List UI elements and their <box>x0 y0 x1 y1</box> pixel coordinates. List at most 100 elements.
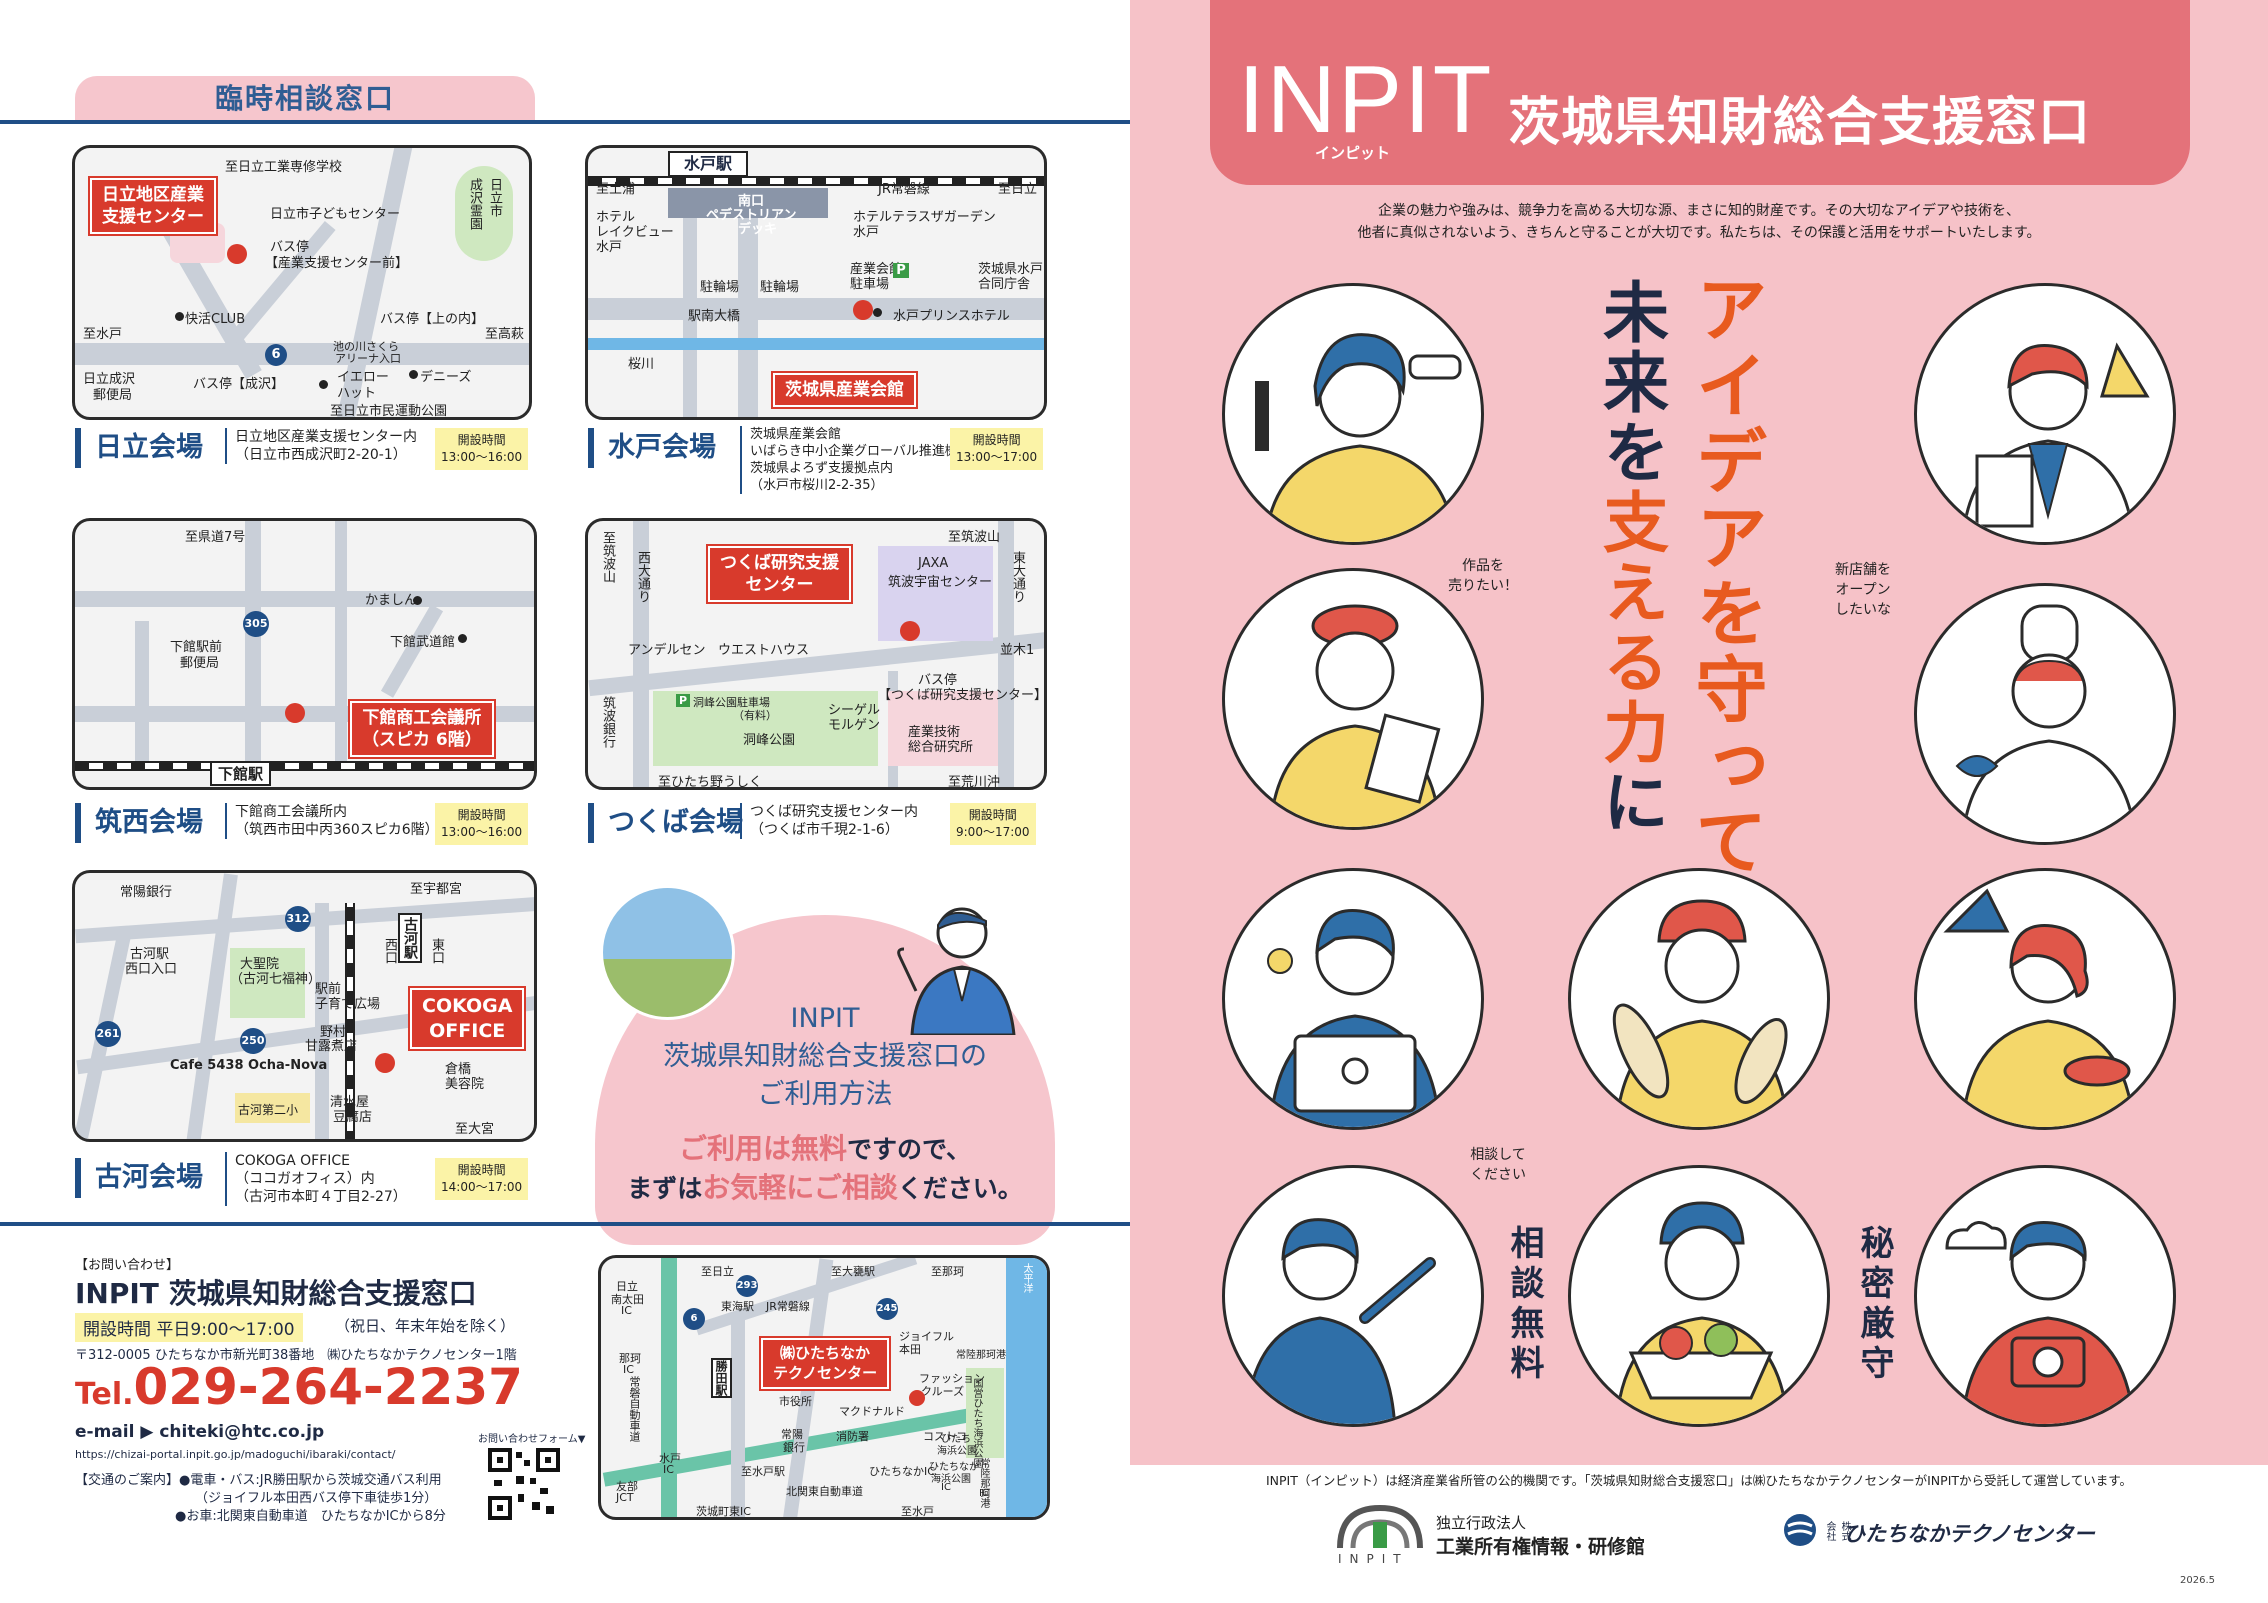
map-label: 至大甕駅 <box>831 1265 875 1278</box>
map-label: 古河第二小 <box>238 1103 299 1117</box>
illustration-scientist <box>1914 283 2176 545</box>
map-label: 産業会館 <box>850 262 903 277</box>
map-label: 快活CLUB <box>185 312 246 327</box>
poi-dot <box>409 370 418 379</box>
map-label: 常陸那珂港 <box>956 1350 1006 1361</box>
map-label: バス停 <box>270 240 310 255</box>
illustration-baker <box>1568 868 1830 1130</box>
map-label: 太平洋 <box>1021 1263 1032 1293</box>
map-label: 下館武道館 <box>390 635 456 650</box>
hours-value: 13:00～16:00 <box>441 450 523 464</box>
logo2-prefix: 株式会社 <box>1824 1521 1850 1541</box>
map-label: 郵便局 <box>93 388 133 403</box>
map-label: 至荒川沖 <box>948 775 1001 790</box>
farmer-illustration <box>1614 1201 1790 1424</box>
map-label: 野村 <box>320 1025 347 1040</box>
catch-highlight: 支える力 <box>1592 488 1669 768</box>
map-koga: 常陽銀行 至宇都宮 古河駅 西口入口 大聖院 （古河七福神） 駅前 子育て広場 … <box>72 870 537 1142</box>
illustration-farmer <box>1568 1165 1830 1427</box>
illustration-presenter <box>1222 1165 1484 1427</box>
venue-hitachi-address: 日立地区産業支援センター内 （日立市西成沢町2-20-1） <box>225 428 417 464</box>
station-label: 下館駅 <box>210 761 272 786</box>
map-label: ハット <box>337 386 377 401</box>
contact-url[interactable]: https://chizai-portal.inpit.go.jp/madogu… <box>75 1448 396 1461</box>
map-mito: 水戸駅 至土浦 JR常磐線 至日立 南口 ペデストリアン デッキ ホテル レイク… <box>585 145 1047 420</box>
hairdresser-illustration <box>1255 333 1462 542</box>
map-label: 清水屋 <box>330 1095 370 1110</box>
map-label: 合同庁舎 <box>978 277 1031 292</box>
inquiry-label: 【お問い合わせ】 <box>75 1258 180 1273</box>
location-pin-icon <box>227 244 247 264</box>
address-line: 下館商工会議所内 <box>235 804 347 820</box>
callout-hq: ㈱ひたちなか テクノセンター <box>761 1338 890 1389</box>
map-label: 古河駅 <box>130 947 170 962</box>
callout-line: センター <box>745 575 814 596</box>
venue-mito-address: 茨城県産業会館 いばらき中小企業グローバル推進機構 茨城県よろず支援拠点内 （水… <box>740 426 971 494</box>
artist-illustration <box>1268 604 1442 827</box>
bubble-line: 新店舗を <box>1835 562 1891 578</box>
hours-label: 開設時間 <box>968 808 1017 822</box>
callout-hitachi-center: 日立地区産業 支援センター <box>90 178 216 235</box>
map-label: 至水戸 <box>83 327 123 342</box>
catchphrase-line2: 未来を支える力に <box>1590 278 1670 838</box>
contact-divider <box>0 1222 1130 1226</box>
map-label: 水戸 <box>596 240 623 255</box>
intro-text: 企業の魅力や強みは、競争力を高める大切な源、まさに知的財産です。その大切なアイデ… <box>1130 200 2268 244</box>
qr-code-icon[interactable] <box>488 1448 560 1520</box>
access-label: 【交通のご案内】 <box>75 1473 180 1488</box>
map-label: ジョイフル <box>899 1330 954 1343</box>
logo1-name: 工業所有権情報・研修館 <box>1436 1536 1646 1558</box>
map-label: 【産業支援センター前】 <box>265 256 409 271</box>
route-250-badge: 250 <box>240 1028 266 1054</box>
inpit-logo-icon <box>1337 1504 1423 1549</box>
bubble-consult: 相談して ください <box>1470 1145 1526 1185</box>
access-line: ●電車・バス:JR勝田駅から茨城交通バス利用 <box>179 1473 442 1488</box>
map-label: JCT <box>616 1491 634 1504</box>
tel-number: 029-264-2237 <box>133 1358 523 1416</box>
bubble-line: ください <box>1470 1167 1526 1183</box>
map-label: 南口 <box>738 194 765 209</box>
bubble-line: 作品を <box>1462 558 1504 574</box>
contact-tel[interactable]: Tel.029-264-2237 <box>75 1358 523 1416</box>
map-label: 海浜公園 <box>937 1446 977 1457</box>
map-label: 日立市子どもセンター <box>270 207 401 222</box>
map-label: 常陸那珂港 <box>978 1458 989 1508</box>
contact-hours: 開設時間 平日9:00～17:00 <box>75 1313 303 1342</box>
access-info: 【交通のご案内】●電車・バス:JR勝田駅から茨城交通バス利用 （ジョイフル本田西… <box>75 1472 446 1526</box>
map-label: 並木1 <box>1000 643 1035 658</box>
map-label: 駐輪場 <box>700 280 740 295</box>
address-line: 茨城県産業会館 <box>750 427 842 442</box>
access-line: ●お車:北関東自動車道 ひたちなかICから8分 <box>175 1509 446 1524</box>
contact-email[interactable]: e-mail ▶ chiteki@htc.co.jp <box>75 1422 325 1442</box>
map-label: 水戸 <box>659 1452 681 1465</box>
map-label: 甘露煮店 <box>305 1039 358 1054</box>
map-label: 至日立工業専修学校 <box>225 160 343 175</box>
map-label: 茨城町東IC <box>696 1505 751 1518</box>
route-305-badge: 305 <box>243 611 269 637</box>
bubble-line: したいな <box>1835 602 1891 618</box>
parking-icon: P <box>893 263 909 278</box>
brand-inpit: INPIT <box>1238 46 1494 153</box>
sea <box>1006 1258 1047 1517</box>
map-label: 筑波宇宙センター <box>888 575 993 590</box>
map-label: 至土浦 <box>596 182 636 197</box>
map-label: JR常磐線 <box>766 1300 810 1313</box>
usage-title-line: ご利用方法 <box>757 1079 893 1110</box>
illustration-chef <box>1914 583 2176 845</box>
map-label: 至宇都宮 <box>410 882 463 897</box>
venue-chikusei-address: 下館商工会議所内 （筑西市田中丙360スピカ6階） <box>225 803 439 839</box>
map-label: デッキ <box>738 222 778 237</box>
map-label: バス停【上の内】 <box>380 312 485 327</box>
map-label: かましん <box>365 593 418 608</box>
location-pin-icon <box>375 1053 395 1073</box>
map-label: 西大通り <box>635 551 650 603</box>
contact-org-name: INPIT 茨城県知財総合支援窓口 <box>75 1277 477 1310</box>
catch-text: 未来を <box>1592 278 1669 488</box>
poi-dot <box>175 312 184 321</box>
map-label: 駐輪場 <box>760 280 800 295</box>
callout-cokoga: COKOGA OFFICE <box>410 988 525 1050</box>
map-label: コストコ <box>923 1430 967 1443</box>
venue-hitachi-hours: 開設時間 13:00～16:00 <box>435 428 529 470</box>
map-label: ひたちなか <box>929 1462 979 1473</box>
map-label: 子育て広場 <box>315 997 381 1012</box>
